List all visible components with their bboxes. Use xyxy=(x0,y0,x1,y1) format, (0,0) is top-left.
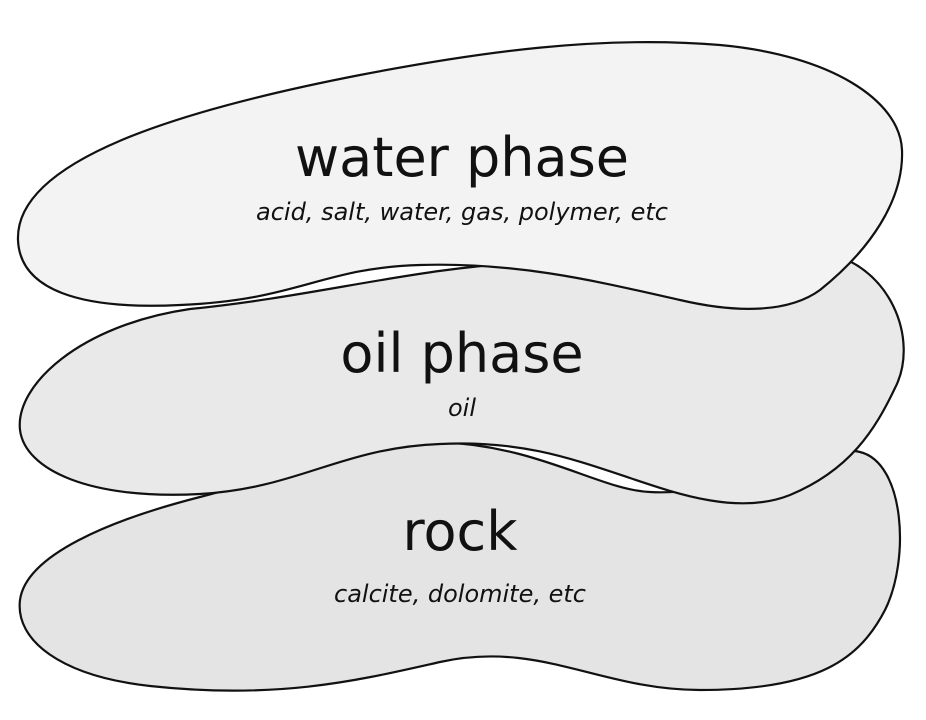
water-subtitle: acid, salt, water, gas, polymer, etc xyxy=(256,198,668,226)
rock-subtitle: calcite, dolomite, etc xyxy=(334,580,586,608)
rock-layer-shape xyxy=(18,440,902,692)
water-layer: water phase acid, salt, water, gas, poly… xyxy=(16,40,904,310)
water-title: water phase xyxy=(295,126,629,189)
rock-title: rock xyxy=(402,500,518,563)
oil-layer: oil phase oil xyxy=(18,250,905,505)
oil-title: oil phase xyxy=(340,322,583,385)
oil-subtitle: oil xyxy=(448,394,476,422)
rock-layer: rock calcite, dolomite, etc xyxy=(18,440,902,692)
water-layer-shape xyxy=(16,40,904,310)
